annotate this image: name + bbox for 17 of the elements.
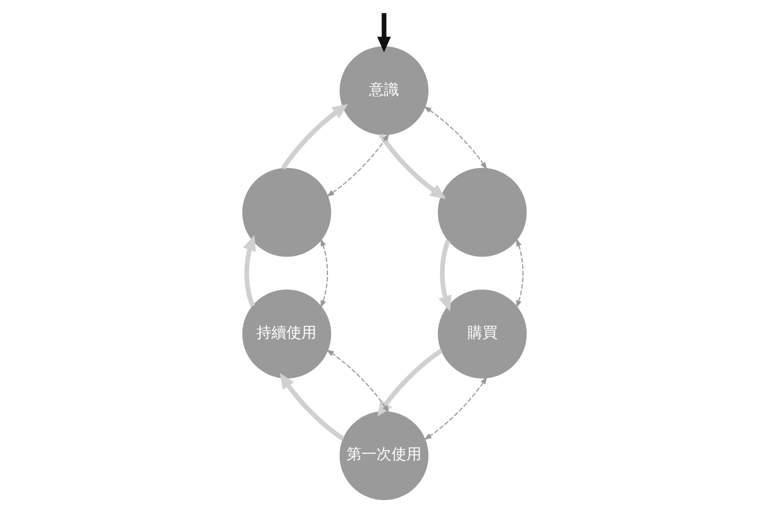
arrow: [280, 104, 348, 170]
node-circle: 第一次使用: [339, 411, 428, 500]
arrow: [326, 349, 389, 414]
arrow: [516, 238, 524, 308]
node-circle: [437, 168, 526, 257]
arrow: [423, 376, 487, 440]
arrow: [438, 240, 451, 312]
arrow: [242, 234, 256, 307]
arrow: [378, 134, 446, 199]
arrow: [423, 106, 487, 170]
arrow: [326, 133, 389, 197]
arrow: [376, 348, 442, 417]
arrow: [320, 238, 328, 308]
node-circle: 持續使用: [242, 290, 331, 378]
arrow: [279, 372, 344, 441]
node-circle: 意識: [339, 46, 428, 136]
arrow: [376, 13, 390, 52]
